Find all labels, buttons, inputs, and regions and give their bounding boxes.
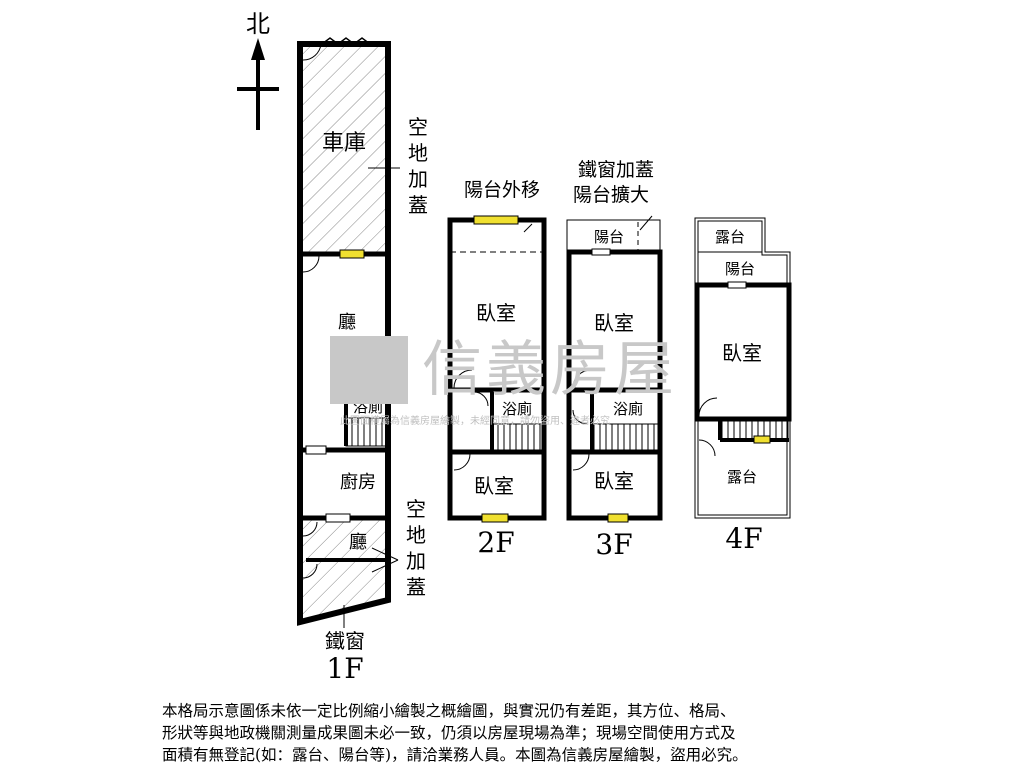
floor-label-3f: 3F bbox=[595, 528, 632, 561]
floor-4f bbox=[694, 217, 792, 519]
floor-2f bbox=[447, 215, 547, 523]
label-bedroom-2f-bottom: 臥室 bbox=[474, 474, 514, 498]
label-terrace-4f-bottom: 露台 bbox=[727, 468, 757, 486]
label-annex-bottom-2: 地 bbox=[406, 523, 426, 547]
label-bedroom-3f-top: 臥室 bbox=[594, 311, 634, 335]
rear-annex-hatch bbox=[300, 518, 388, 622]
label-annex-bottom-1: 空 bbox=[406, 497, 426, 521]
label-annex-top-2: 地 bbox=[408, 141, 428, 165]
label-annex-top-4: 蓋 bbox=[408, 193, 428, 217]
outline-1f bbox=[297, 41, 391, 626]
disclaimer-line: 面積有無登記(如：露台、陽台等)，請洽業務人員。本圖為信義房屋繪製，盜用必究。 bbox=[162, 746, 748, 764]
label-kitchen: 廚房 bbox=[340, 471, 376, 493]
label-rear-hall: 廳 bbox=[349, 532, 367, 553]
window-garage bbox=[339, 249, 365, 259]
north-label: 北 bbox=[246, 10, 270, 38]
floor-3f bbox=[566, 215, 663, 523]
label-balcony-moved: 陽台外移 bbox=[464, 179, 540, 201]
label-bedroom-4f: 臥室 bbox=[722, 341, 762, 365]
label-iron-window: 鐵窗 bbox=[325, 629, 365, 653]
label-bedroom-2f-top: 臥室 bbox=[476, 301, 516, 325]
floor-1f bbox=[297, 37, 400, 628]
disclaimer-line: 形狀等與地政機關測量成果圖未必一致，仍須以房屋現場為準；現場空間使用方式及 bbox=[162, 724, 736, 742]
label-annex-top-3: 加 bbox=[408, 167, 428, 191]
label-balcony-3f: 陽台 bbox=[594, 228, 624, 246]
north-arrow-icon bbox=[237, 38, 279, 130]
label-iron-window-3f: 鐵窗加蓋 bbox=[578, 159, 654, 181]
stairs-1f bbox=[345, 417, 389, 447]
garage-annex-hatch bbox=[300, 44, 388, 254]
label-bedroom-3f-bottom: 臥室 bbox=[594, 469, 634, 493]
label-annex-top-1: 空 bbox=[408, 115, 428, 139]
label-terrace-4f-top: 露台 bbox=[715, 228, 745, 246]
label-annex-bottom-3: 加 bbox=[406, 549, 426, 573]
label-balcony-enlarged: 陽台擴大 bbox=[573, 184, 649, 206]
disclaimer-line: 本格局示意圖係未依一定比例縮小繪製之概繪圖，與實況仍有差距，其方位、格局、 bbox=[162, 702, 736, 720]
iron-window-zigzag bbox=[321, 37, 371, 45]
floor-label-4f: 4F bbox=[725, 522, 762, 555]
label-garage: 車庫 bbox=[322, 131, 366, 156]
disclaimer: 本格局示意圖係未依一定比例縮小繪製之概繪圖，與實況仍有差距，其方位、格局、 形狀… bbox=[162, 700, 882, 766]
label-living-1f: 廳 bbox=[338, 312, 356, 333]
label-bath-2f: 浴廁 bbox=[502, 400, 532, 418]
label-annex-bottom-4: 蓋 bbox=[406, 575, 426, 599]
label-balcony-4f: 陽台 bbox=[725, 260, 755, 278]
label-bath-1f: 浴廁 bbox=[353, 398, 383, 416]
label-bath-3f: 浴廁 bbox=[613, 400, 643, 418]
floor-label-1f: 1F bbox=[326, 652, 363, 685]
floor-label-2f: 2F bbox=[477, 526, 514, 559]
